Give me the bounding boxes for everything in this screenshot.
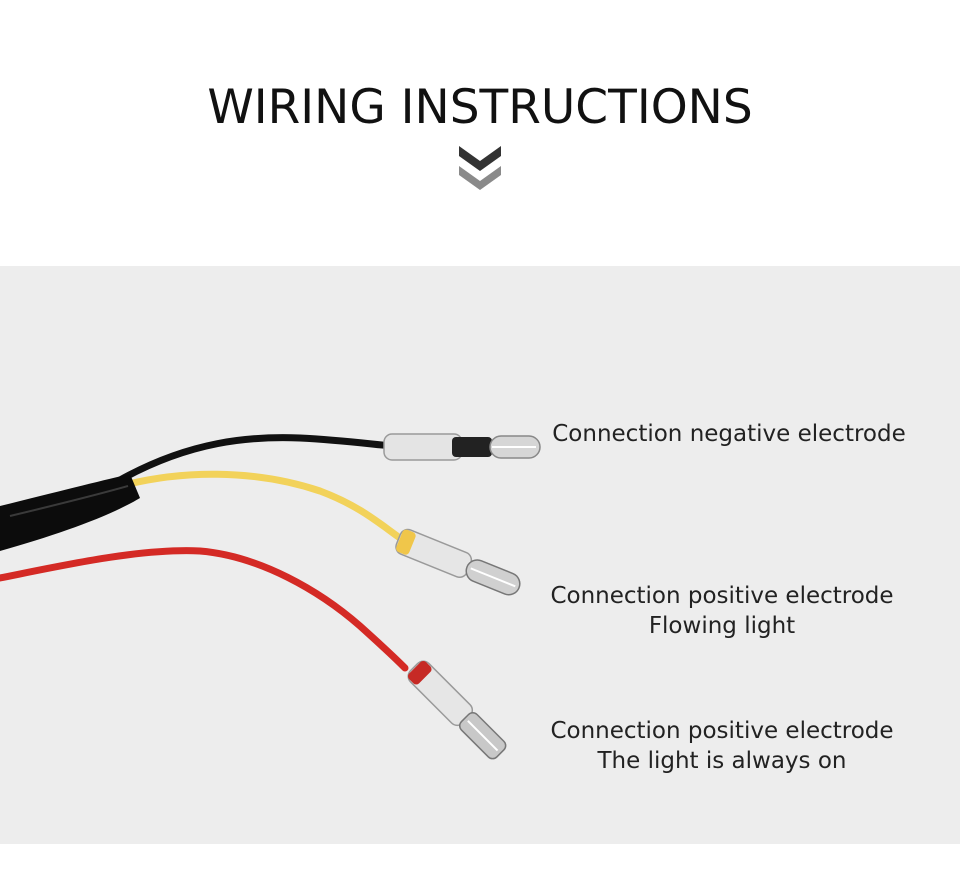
black-wire	[116, 434, 396, 484]
wiring-diagram-panel: Connection negative electrode Connection…	[0, 266, 960, 844]
label-line: Connection negative electrode	[552, 421, 906, 447]
wiring-illustration	[0, 433, 541, 760]
flowing-light-connector	[395, 528, 521, 596]
red-wire	[0, 547, 409, 672]
always-on-connector	[407, 660, 507, 760]
header: WIRING INSTRUCTIONS	[0, 0, 960, 266]
label-line: The light is always on	[597, 748, 847, 774]
always-on-label: Connection positive electrode The light …	[544, 716, 900, 776]
label-line: Connection positive electrode	[550, 718, 894, 744]
flowing-light-label: Connection positive electrode Flowing li…	[544, 581, 900, 641]
footer-spacer	[0, 844, 960, 883]
yellow-wire	[96, 470, 404, 542]
negative-connector	[383, 433, 541, 461]
double-chevron-down-icon	[459, 146, 501, 190]
negative-electrode-label: Connection negative electrode	[548, 419, 910, 449]
label-line: Flowing light	[648, 613, 796, 639]
page-title: WIRING INSTRUCTIONS	[207, 80, 753, 135]
label-line: Connection positive electrode	[550, 583, 894, 609]
